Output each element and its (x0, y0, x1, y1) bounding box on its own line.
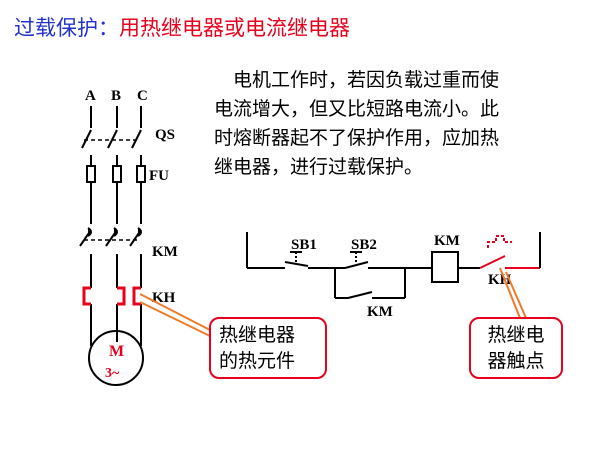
description-line: 电流增大，但又比短路电流小。此 (214, 98, 500, 120)
description-line: 电机工作时，若因负载过重而使 (214, 69, 500, 91)
fu-label: FU (149, 168, 169, 184)
title-rest: 用热继电器或电流继电器 (119, 16, 350, 40)
sb2-label: SB2 (351, 237, 377, 253)
callout-relay-contact: 热继电 器触点 (469, 317, 563, 379)
kh-relay-contact (479, 235, 540, 269)
line-b (105, 106, 122, 342)
qs-label: QS (155, 127, 175, 143)
title-lead: 过载保护： (14, 16, 119, 40)
callout-relay-contact-line: 热继电 (487, 324, 545, 346)
holding-contact-label: KM (367, 304, 393, 320)
callout-heating-element: 热继电器 的热元件 (209, 317, 327, 379)
slide-title: 过载保护：用热继电器或电流继电器 (14, 12, 350, 42)
km-holding-contact (347, 291, 373, 299)
callout-leaders (139, 267, 527, 337)
description-paragraph: 电机工作时，若因负载过重而使 电流增大，但又比短路电流小。此 时熔断器起不了保护… (214, 66, 586, 182)
line-c (129, 106, 146, 346)
km-coil (431, 251, 459, 283)
leader-heating-element (139, 293, 211, 331)
phase-a-label: A (85, 88, 96, 104)
sb1-stop-button (284, 251, 309, 267)
km-label: KM (152, 244, 178, 260)
phase-c-label: C (137, 88, 148, 104)
km-arc-c (137, 227, 142, 237)
km-arc-a (87, 227, 92, 237)
leader-relay-contact (499, 267, 521, 319)
thermal-element (82, 286, 141, 306)
kh-label: KH (152, 290, 176, 306)
leader-heating-element-2 (139, 301, 211, 337)
description-line: 继电器，进行过载保护。 (214, 156, 424, 178)
callout-heating-element-line: 热继电器 (219, 324, 296, 346)
line-a (79, 106, 96, 346)
sb1-label: SB1 (291, 237, 317, 253)
callout-relay-contact-line: 器触点 (487, 350, 545, 372)
callout-heating-element-line: 的热元件 (219, 350, 296, 372)
sb2-start-button (335, 251, 369, 269)
control-circuit: SB1 SB2 KM KH KM (246, 232, 541, 320)
motor-label: M (109, 343, 124, 360)
phase-b-label: B (111, 88, 121, 104)
coil-label: KM (434, 233, 460, 249)
main-circuit: A B C (79, 88, 178, 386)
motor-icon (88, 330, 144, 386)
description-line: 时熔断器起不了保护作用，应加热 (214, 127, 500, 149)
motor-phase-label: 3~ (105, 366, 120, 381)
leader-relay-contact-2 (505, 271, 527, 319)
km-arc-b (113, 227, 118, 237)
